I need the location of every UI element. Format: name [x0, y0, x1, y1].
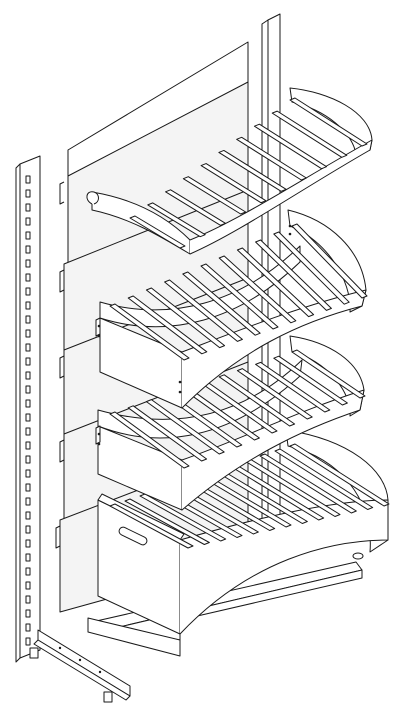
upright-slot	[25, 609, 31, 618]
shelf-slat	[273, 355, 348, 406]
upright-slot	[25, 455, 31, 464]
upright-slot	[25, 469, 31, 478]
shelf-slat	[139, 493, 227, 542]
shelf-slat	[289, 443, 390, 507]
foot-right	[103, 691, 113, 703]
upright-slot	[25, 315, 31, 324]
upright-slot	[25, 399, 31, 408]
upright-slot	[25, 637, 31, 646]
upright-slot	[25, 217, 31, 226]
upright-slot	[25, 371, 31, 380]
base-rail	[29, 629, 131, 703]
shelf-slat	[182, 176, 247, 215]
upright-slot	[25, 511, 31, 520]
shelf-slat	[109, 503, 194, 549]
shelf-slat	[291, 349, 366, 399]
shelf-bottom	[97, 429, 390, 635]
shelf-slat	[145, 287, 226, 349]
upright-slot	[25, 343, 31, 352]
upright-slot	[25, 553, 31, 562]
upright-slot	[25, 231, 31, 240]
shelf-slat	[182, 271, 261, 336]
upright-slot	[25, 413, 31, 422]
upright-slot	[25, 427, 31, 436]
shelf-slat	[218, 149, 287, 192]
front-upright-left	[15, 155, 41, 663]
shelf-slat	[218, 255, 297, 324]
upright-slot	[25, 385, 31, 394]
shelf-slat	[124, 498, 210, 545]
shelf-slat	[255, 361, 331, 413]
shelf-slat	[200, 163, 267, 204]
upright-slot	[25, 259, 31, 268]
shelf-slat	[253, 123, 328, 170]
upright-slot	[25, 497, 31, 506]
upright-slot	[25, 175, 31, 184]
shelf-slat	[129, 215, 186, 249]
upright-slot	[25, 595, 31, 604]
upright-slot	[25, 203, 31, 212]
shelf-slat	[236, 368, 313, 420]
upright-slot	[25, 483, 31, 492]
shelf-slat	[236, 136, 307, 181]
upright-slot	[25, 567, 31, 576]
shelf-top	[86, 87, 373, 255]
shelf-slat	[165, 189, 226, 226]
shelf-slat	[271, 110, 348, 158]
upright-slot	[25, 329, 31, 338]
shelf-slat	[127, 405, 208, 462]
upright-slot	[25, 301, 31, 310]
upright-slot	[25, 273, 31, 282]
foot-left	[29, 647, 39, 659]
shelf-slat	[259, 453, 357, 514]
top-shelf-hook	[86, 191, 99, 205]
shelf-slat	[127, 295, 208, 355]
shelf-slat	[164, 279, 243, 342]
upright-slot	[25, 525, 31, 534]
shelf-slat	[145, 399, 225, 455]
handle-slot	[118, 526, 148, 546]
upright-slot	[25, 245, 31, 254]
upright-slot	[25, 441, 31, 450]
shelf-slat	[291, 223, 368, 299]
leveling-foot-right	[352, 552, 364, 560]
shelf-slat	[273, 231, 350, 305]
upright-slot	[25, 189, 31, 198]
upright-slots	[25, 175, 31, 646]
upright-slot	[25, 287, 31, 296]
upright-slot	[25, 539, 31, 548]
shelf-slat	[236, 247, 315, 318]
upright-slot	[25, 623, 31, 632]
shelf-slat	[218, 374, 296, 427]
shelf-slat	[109, 411, 190, 469]
shelf-slat	[289, 97, 368, 147]
upright-slot	[25, 581, 31, 590]
upright-slot	[25, 357, 31, 366]
shelf-slat	[200, 263, 279, 330]
shelf-slat	[147, 202, 206, 238]
shelf-slat	[109, 303, 190, 361]
shelf-second	[95, 209, 368, 409]
shelf-slat	[255, 239, 332, 311]
shelf-slat	[274, 448, 374, 510]
